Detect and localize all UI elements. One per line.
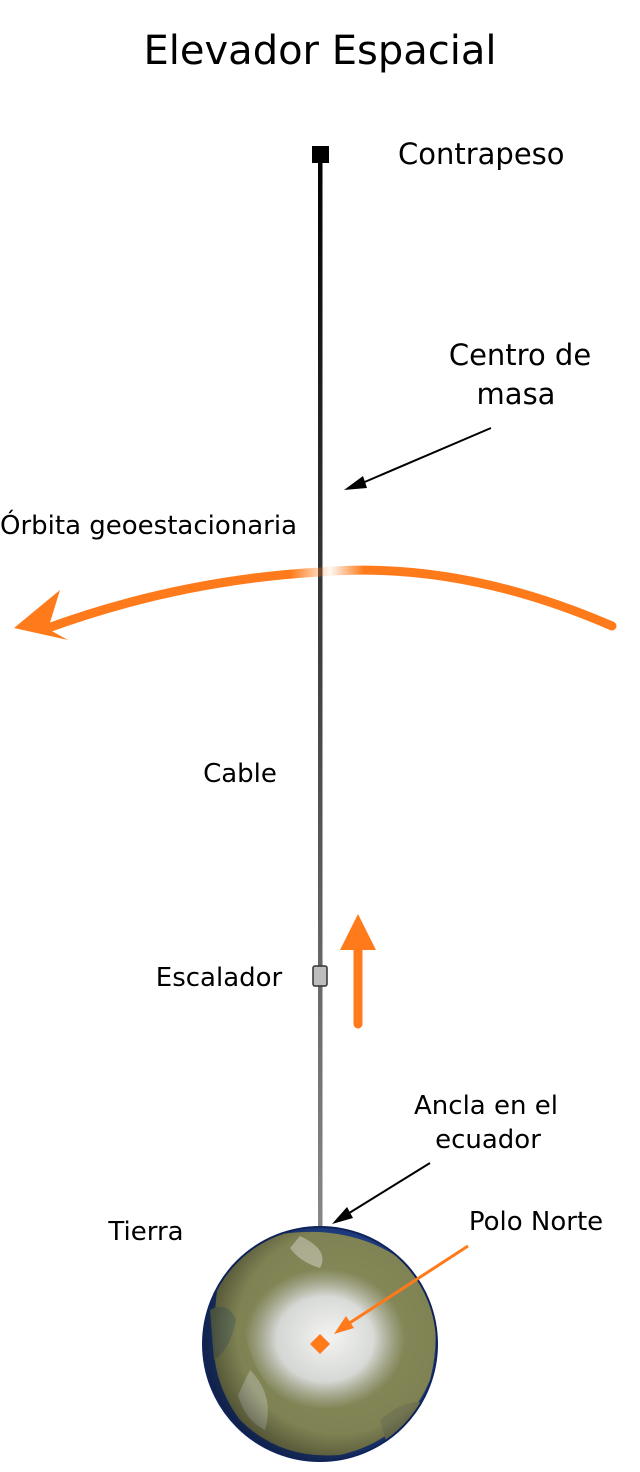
cable-line [318,152,323,1230]
center-of-mass-label-line2: masa [477,377,556,411]
north-pole-marker [310,1334,330,1354]
counterweight-block [312,146,329,163]
geo-orbit-arrow [14,565,617,640]
counterweight-label: Contrapeso [398,137,565,171]
center-of-mass-arrow [344,427,492,490]
climber-box [312,965,328,987]
anchor-arrow [332,1162,431,1224]
north-pole-label: Polo Norte [469,1207,603,1237]
climb-direction-arrow [340,914,376,1029]
earth-label: Tierra [107,1217,183,1247]
diagram-title: Elevador Espacial [144,28,497,74]
climber-label: Escalador [156,963,283,993]
anchor-label-line2: ecuador [435,1125,541,1155]
geo-orbit-label: Órbita geoestacionaria [0,509,297,541]
anchor-label-line1: Ancla en el [414,1091,558,1121]
north-pole-arrow [334,1244,469,1334]
center-of-mass-label-line1: Centro de [449,338,591,372]
cable-label: Cable [203,759,277,789]
